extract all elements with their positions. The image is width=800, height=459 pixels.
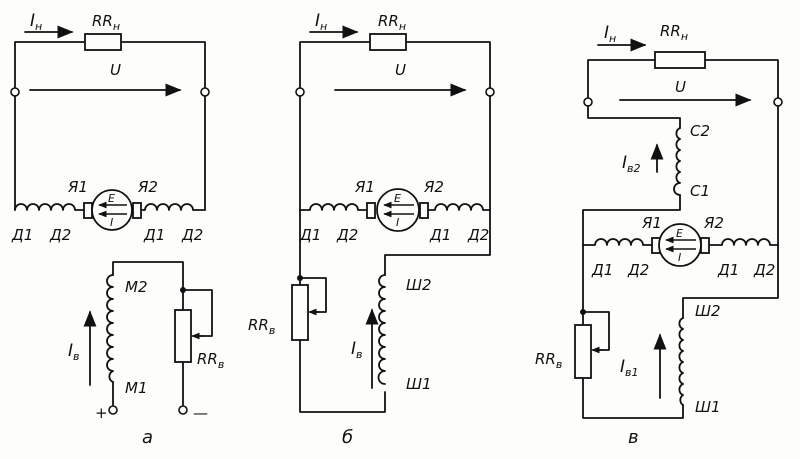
series-label-d2-left-b: Д2 [336, 226, 358, 244]
series-terminal-top-c: C2 [690, 122, 710, 140]
plus-sign-a: + [95, 404, 108, 422]
terminal-right-a [200, 87, 210, 97]
field-current-label-c: Iв1 [620, 357, 639, 379]
shunt-terminal-top-b: Ш2 [406, 276, 432, 294]
series-terminal-bottom-c: C1 [690, 182, 710, 200]
load-resistor-label-a: RRн [92, 12, 120, 33]
shunt-wire-b [299, 209, 491, 413]
armature-terminal-1-b: Я1 [354, 178, 375, 196]
field-coil-a [106, 274, 114, 383]
load-wire-c [587, 59, 779, 99]
armature-current-label-a: I [110, 216, 113, 229]
field-rheostat-label-a: RRв [197, 350, 224, 371]
shunt-terminal-top-c: Ш2 [695, 302, 721, 320]
armature-a [91, 189, 133, 231]
load-resistor-label-b: RRн [378, 12, 406, 33]
armature-terminal-1-c: Я1 [641, 214, 662, 232]
load-resistor-label-c: RRн [660, 22, 688, 43]
brush-right-a [132, 202, 142, 219]
series-coil-left-b [299, 203, 373, 211]
series-label-d2-left-c: Д2 [627, 261, 649, 279]
field-circuit-wire-a [112, 261, 184, 406]
field-current-label-b: Iв [351, 339, 363, 361]
armature-terminal-2-a: Я2 [137, 178, 158, 196]
terminal-left-a [10, 87, 20, 97]
caption-a: а [142, 427, 153, 448]
series-label-d1-right-a: Д1 [143, 226, 165, 244]
diagram-c: Iн RRн U Iв2 C2 C1 E I Я1 Я2 Д1 Д2 Д1 Д2 [535, 22, 783, 448]
emf-label-b: E [394, 192, 401, 205]
series-coil-left-a [14, 203, 91, 211]
terminal-left-c [583, 97, 593, 107]
load-wire-b [299, 41, 491, 89]
voltage-label-b: U [395, 61, 406, 79]
caption-c: в [628, 427, 639, 448]
series-label-d2-right-c: Д2 [753, 261, 775, 279]
field-rheostat-b [291, 284, 309, 341]
emf-label-c: E [676, 227, 683, 240]
voltage-label-a: U [110, 61, 121, 79]
series-label-d1-left-b: Д1 [299, 226, 321, 244]
minus-terminal-a [178, 405, 188, 415]
terminal-right-c [773, 97, 783, 107]
shunt-terminal-bottom-c: Ш1 [695, 398, 721, 416]
series-field-wire-c [582, 105, 779, 246]
load-resistor-c [654, 51, 706, 69]
field-rheostat-c [574, 324, 592, 379]
armature-terminal-2-b: Я2 [423, 178, 444, 196]
brush-right-b [419, 202, 429, 219]
armature-c [658, 223, 702, 267]
field-terminal-top-a: M2 [125, 278, 148, 296]
series-field-coil-c [673, 127, 681, 196]
load-wire-a [14, 41, 206, 89]
shunt-coil-c [678, 317, 684, 406]
series-label-d2-right-b: Д2 [467, 226, 489, 244]
shunt-terminal-bottom-b: Ш1 [406, 375, 432, 393]
field-terminal-bottom-a: M1 [125, 379, 148, 397]
field-rheostat-label-c: RRв [535, 350, 562, 371]
emf-label-a: E [108, 192, 115, 205]
armature-b [376, 188, 420, 232]
voltage-label-c: U [675, 78, 686, 96]
side-wires-a [14, 95, 206, 211]
series-label-d1-left-a: Д1 [11, 226, 33, 244]
armature-terminal-1-a: Я1 [67, 178, 88, 196]
series-coil-left-c [582, 238, 658, 246]
brush-left-a [83, 202, 93, 219]
terminal-left-b [295, 87, 305, 97]
armature-current-label-b: I [396, 216, 399, 229]
load-current-label-b: Iн [315, 11, 327, 33]
series-label-d2-right-a: Д2 [181, 226, 203, 244]
load-current-label-c: Iн [604, 23, 616, 45]
load-resistor-b [369, 33, 407, 51]
series-coil-right-a [134, 203, 206, 211]
load-current-label-a: Iн [30, 11, 42, 33]
field-rheostat-label-b: RRв [248, 316, 275, 337]
shunt-coil-b [377, 274, 386, 385]
series-label-d1-right-c: Д1 [717, 261, 739, 279]
series-label-d1-right-b: Д1 [429, 226, 451, 244]
series-coil-right-c [706, 238, 779, 246]
plus-terminal-a [108, 405, 118, 415]
series-coil-right-b [426, 203, 491, 211]
brush-left-b [366, 202, 376, 219]
side-wires-b [299, 95, 491, 211]
series-label-d2-left-a: Д2 [49, 226, 71, 244]
armature-terminal-2-c: Я2 [703, 214, 724, 232]
diagram-a: Iн RRн U E I Я1 Я2 Д1 Д2 Д1 Д2 Iв M2 M1 [10, 11, 224, 448]
field-current-label-a: Iв [68, 341, 80, 363]
minus-sign-a: — [193, 404, 208, 422]
caption-b: б [342, 427, 353, 448]
load-resistor-a [84, 33, 122, 51]
terminal-right-b [485, 87, 495, 97]
armature-current-label-c: I [678, 251, 681, 264]
diagram-b: Iн RRн U E I Я1 Я2 Д1 Д2 Д1 Д2 Iв Ш2 Ш1 … [248, 11, 495, 448]
brush-right-c [700, 237, 710, 254]
field-rheostat-a [174, 309, 192, 363]
series-label-d1-left-c: Д1 [591, 261, 613, 279]
series-current-label-c: Iв2 [622, 153, 641, 175]
